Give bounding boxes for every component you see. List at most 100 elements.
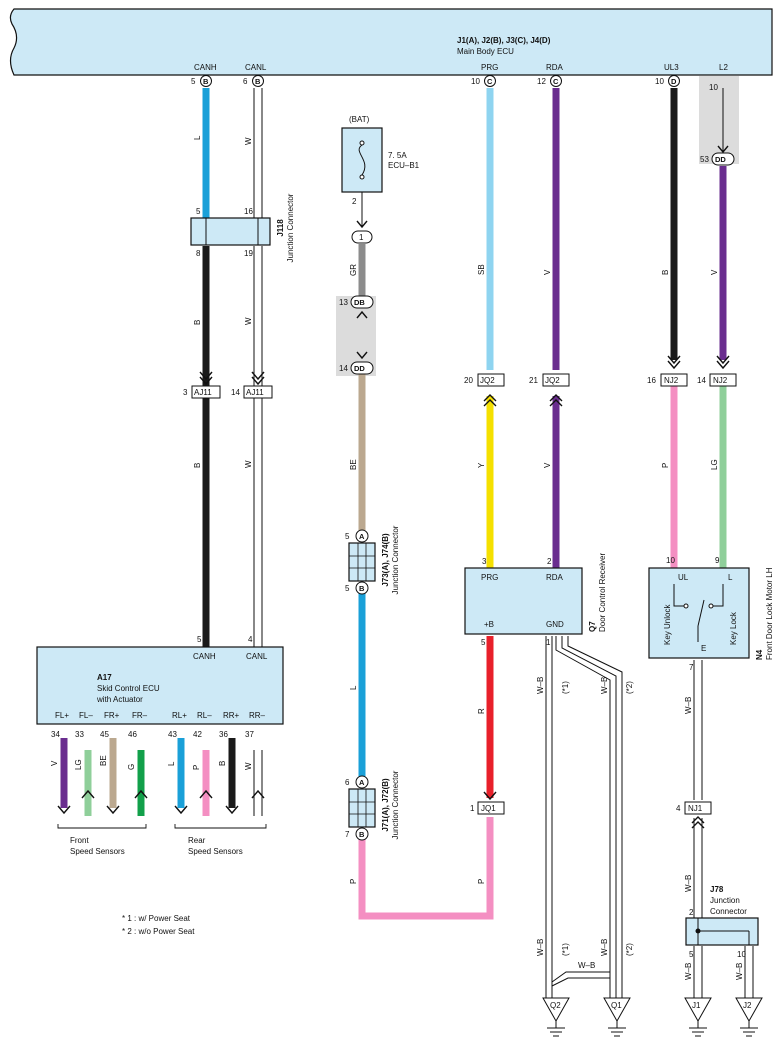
svg-text:4: 4 bbox=[676, 804, 681, 813]
rear-sensors-2: Speed Sensors bbox=[188, 847, 243, 856]
svg-text:1: 1 bbox=[470, 804, 475, 813]
pin-label-rda: RDA bbox=[546, 63, 564, 72]
svg-text:14: 14 bbox=[339, 364, 348, 373]
ground-q1: Q1 bbox=[603, 997, 631, 1037]
svg-text:B: B bbox=[661, 270, 670, 275]
svg-text:10: 10 bbox=[737, 950, 746, 959]
n4-key-unlock: Key Unlock bbox=[663, 604, 672, 645]
svg-text:NJ2: NJ2 bbox=[713, 376, 728, 385]
svg-text:V: V bbox=[543, 269, 552, 275]
n4-id: N4 bbox=[755, 649, 764, 660]
svg-text:5: 5 bbox=[481, 638, 486, 647]
db-dd-connectors: DB 13 DD 14 DD 53 bbox=[339, 152, 735, 375]
ground-label: J2 bbox=[743, 1001, 752, 1010]
n4-door-lock-motor: UL L E 10 9 7 Key Unlock Key Lock N4 Fro… bbox=[648, 556, 774, 672]
sensor-pin-label: FR– bbox=[132, 711, 148, 720]
svg-text:UL: UL bbox=[678, 573, 689, 582]
ground-q2: Q2 bbox=[542, 997, 570, 1037]
svg-text:16: 16 bbox=[647, 376, 656, 385]
svg-text:W–B: W–B bbox=[684, 875, 693, 892]
svg-text:16: 16 bbox=[244, 207, 253, 216]
svg-text:B: B bbox=[203, 77, 209, 86]
j118-id: J118 bbox=[276, 219, 285, 237]
pin-num-rda: 12 bbox=[537, 77, 546, 86]
svg-text:1: 1 bbox=[546, 638, 551, 647]
speed-sensor-groups: Front Speed Sensors Rear Speed Sensors bbox=[57, 824, 267, 856]
ground-label: Q1 bbox=[611, 1001, 622, 1010]
svg-text:14: 14 bbox=[231, 388, 240, 397]
svg-text:PRG: PRG bbox=[481, 573, 498, 582]
svg-text:5: 5 bbox=[197, 635, 202, 644]
ground-symbols: Q2 Q1 J1 J2 bbox=[542, 997, 763, 1037]
sensor-wire-color: G bbox=[127, 764, 136, 770]
svg-text:LG: LG bbox=[710, 459, 719, 470]
pin-label-prg: PRG bbox=[481, 63, 498, 72]
svg-text:2: 2 bbox=[689, 908, 694, 917]
pin-num-canh: 5 bbox=[191, 77, 196, 86]
svg-text:(*2): (*2) bbox=[625, 681, 634, 694]
svg-text:Junction: Junction bbox=[710, 896, 740, 905]
j73-name: Junction Connector bbox=[391, 525, 400, 594]
sensor-pin-number: 34 bbox=[51, 730, 60, 739]
pin-num-canl: 6 bbox=[243, 77, 248, 86]
n4-name: Front Door Lock Motor LH bbox=[765, 567, 774, 660]
svg-text:V: V bbox=[543, 462, 552, 468]
svg-text:P: P bbox=[349, 879, 358, 884]
nj1-connector: NJ1 4 bbox=[676, 801, 712, 815]
sensor-wire-color: L bbox=[167, 761, 176, 766]
a17-skid-control-ecu: A17 Skid Control ECU with Actuator CANH … bbox=[36, 635, 284, 770]
svg-text:5: 5 bbox=[345, 532, 350, 541]
sensor-pin-number: 46 bbox=[128, 730, 137, 739]
svg-text:D: D bbox=[671, 77, 677, 86]
wires bbox=[60, 88, 754, 998]
fuse-rating: 7. 5A bbox=[388, 151, 407, 160]
ground-label: J1 bbox=[692, 1001, 701, 1010]
j78-junction-connector: J78 Junction Connector 2 5 10 bbox=[685, 885, 759, 959]
n4-key-lock: Key Lock bbox=[729, 611, 738, 645]
svg-text:A: A bbox=[359, 532, 365, 541]
svg-text:DD: DD bbox=[354, 364, 365, 373]
svg-text:3: 3 bbox=[183, 388, 188, 397]
note-1: * 1 : w/ Power Seat bbox=[122, 914, 191, 923]
svg-text:AJ11: AJ11 bbox=[194, 388, 212, 397]
j71-j72-connector: A 6 B 7 J71(A), J72(B) Junction Connecto… bbox=[345, 770, 400, 841]
svg-text:DB: DB bbox=[354, 298, 365, 307]
svg-text:W–B: W–B bbox=[600, 677, 609, 694]
svg-text:5: 5 bbox=[345, 584, 350, 593]
a17-name1: Skid Control ECU bbox=[97, 684, 160, 693]
svg-text:2: 2 bbox=[547, 557, 552, 566]
sensor-pin-label: FL+ bbox=[55, 711, 69, 720]
svg-text:NJ2: NJ2 bbox=[664, 376, 679, 385]
pin-label-canh: CANH bbox=[194, 63, 217, 72]
svg-text:GR: GR bbox=[349, 264, 358, 276]
front-sensors-1: Front bbox=[70, 836, 89, 845]
svg-text:W–B: W–B bbox=[536, 939, 545, 956]
svg-text:NJ1: NJ1 bbox=[688, 804, 703, 813]
svg-text:(*1): (*1) bbox=[561, 943, 570, 956]
sensor-wire-color: BE bbox=[99, 755, 108, 766]
main-ecu-title: J1(A), J2(B), J3(C), J4(D) bbox=[457, 36, 551, 45]
svg-text:2: 2 bbox=[352, 197, 357, 206]
svg-text:C: C bbox=[487, 77, 493, 86]
svg-text:1: 1 bbox=[359, 233, 364, 242]
svg-text:DD: DD bbox=[715, 155, 726, 164]
note-2: * 2 : w/o Power Seat bbox=[122, 927, 195, 936]
svg-text:8: 8 bbox=[196, 249, 201, 258]
svg-text:9: 9 bbox=[715, 556, 720, 565]
pin-label-ul3: UL3 bbox=[664, 63, 679, 72]
svg-text:CANL: CANL bbox=[246, 652, 268, 661]
sensor-wire-color: V bbox=[50, 760, 59, 766]
fuse-ecu-b1: (BAT) 7. 5A ECU–B1 2 bbox=[341, 115, 420, 206]
svg-text:5: 5 bbox=[196, 207, 201, 216]
svg-text:Connector: Connector bbox=[710, 907, 747, 916]
aj11-connector: AJ11 AJ11 3 14 bbox=[183, 385, 273, 399]
q7-id: Q7 bbox=[588, 621, 597, 632]
svg-text:B: B bbox=[193, 320, 202, 325]
svg-text:W–B: W–B bbox=[600, 939, 609, 956]
svg-text:14: 14 bbox=[697, 376, 706, 385]
sensor-wire-color: W bbox=[244, 762, 253, 770]
pin-num-ul3: 10 bbox=[655, 77, 664, 86]
pin-label-l2: L2 bbox=[719, 63, 728, 72]
pin-num-prg: 10 bbox=[471, 77, 480, 86]
svg-text:CANH: CANH bbox=[193, 652, 216, 661]
